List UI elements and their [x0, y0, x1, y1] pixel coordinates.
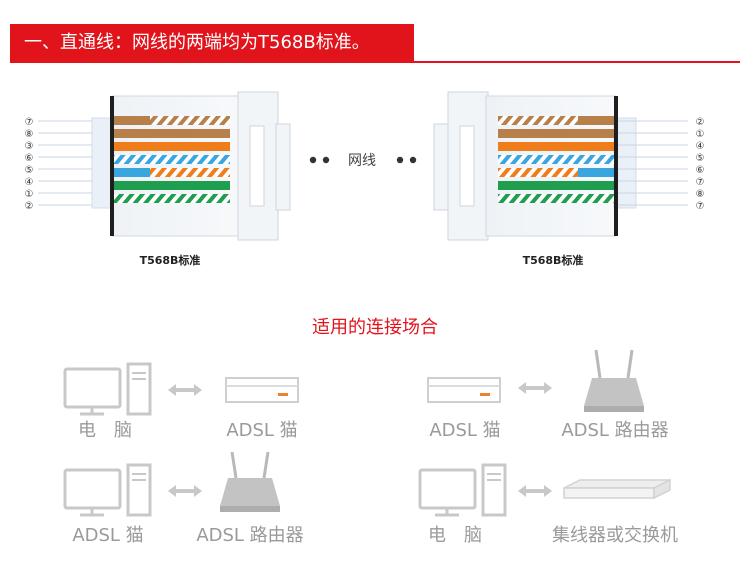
switch-icon	[563, 478, 671, 500]
double-arrow-icon	[518, 382, 552, 394]
cable-link: 网线	[309, 153, 417, 169]
scenario-left-label: ADSL 猫	[429, 420, 500, 441]
left-wires	[114, 116, 230, 203]
right-pin-label: ⑦	[696, 201, 705, 212]
scenario-left-label: ADSL 猫	[72, 525, 143, 546]
section-title: 适用的连接场合	[312, 317, 438, 338]
cable-dot	[322, 156, 330, 164]
right-wire-brown	[498, 129, 614, 138]
left-pin-label: ⑥	[25, 153, 34, 164]
right-plug-latch	[459, 125, 475, 207]
scenario-right-label: 集线器或交换机	[552, 525, 678, 546]
router-icon	[584, 349, 644, 412]
left-connector-label: T568B标准	[140, 253, 201, 267]
left-wire-white-brown	[150, 116, 230, 125]
cable-dot	[409, 156, 417, 164]
computer-icon	[63, 463, 152, 517]
left-plug-latch	[249, 125, 265, 207]
right-wires	[498, 116, 614, 203]
scenario-right-label: ADSL 猫	[226, 420, 297, 441]
left-pin-label: ⑤	[25, 165, 34, 176]
scenario-pc-switch: 电 脑 集线器或交换机	[418, 463, 678, 546]
right-pin-lines	[618, 120, 688, 206]
right-connector: ② ① ④ ⑤ ⑥ ⑦ ⑧ ⑦ T568B标准	[433, 91, 705, 267]
cable-dot	[309, 156, 317, 164]
scenario-modem-router-bottom: ADSL 猫 ADSL 路由器	[63, 451, 304, 546]
cable-dot	[396, 156, 404, 164]
computer-icon	[418, 463, 507, 517]
left-pin-label: ②	[25, 201, 34, 212]
right-connector-label: T568B标准	[523, 253, 584, 267]
left-cable-stub	[275, 123, 291, 211]
scenario-right-label: ADSL 路由器	[561, 420, 668, 441]
right-plug-contact-edge	[614, 96, 618, 236]
modem-icon	[225, 377, 299, 403]
double-arrow-icon	[168, 384, 202, 396]
left-pin-label: ③	[25, 141, 34, 152]
scenario-left-label: 电 脑	[78, 420, 132, 441]
left-wire-green	[114, 181, 230, 190]
left-pin-label: ①	[25, 189, 34, 200]
right-wire-white-blue	[498, 155, 614, 164]
right-pin-label: ⑦	[696, 177, 705, 188]
double-arrow-icon	[168, 485, 202, 497]
scenario-pc-modem: 电 脑 ADSL 猫	[63, 362, 299, 441]
router-icon	[220, 451, 280, 512]
left-plug-contact-edge	[110, 96, 114, 236]
right-wire-white-brown	[498, 116, 578, 125]
modem-icon	[427, 377, 501, 403]
left-pin-label: ④	[25, 177, 34, 188]
left-wire-white-blue	[114, 155, 230, 164]
scenario-right-label: ADSL 路由器	[196, 525, 303, 546]
header-divider	[10, 61, 740, 63]
cable-label: 网线	[348, 153, 376, 169]
left-wire-brown	[114, 129, 230, 138]
scenario-modem-router-top: ADSL 猫 ADSL 路由器	[427, 349, 669, 441]
right-wire-white-orange	[498, 168, 578, 177]
left-pin-label: ⑦	[25, 117, 34, 128]
right-pin-label: ④	[696, 141, 705, 152]
right-wire-green	[498, 181, 614, 190]
right-wire-white-green	[498, 194, 614, 203]
left-pin-label: ⑧	[25, 129, 34, 140]
left-wire-white-orange	[150, 168, 230, 177]
left-wire-orange	[114, 142, 230, 151]
header-title: 一、直通线：网线的两端均为T568B标准。	[24, 32, 370, 53]
left-wire-white-green	[114, 194, 230, 203]
right-pin-label: ⑧	[696, 189, 705, 200]
header-banner: 一、直通线：网线的两端均为T568B标准。	[10, 24, 414, 62]
right-pin-label: ②	[696, 117, 705, 128]
computer-icon	[63, 362, 152, 416]
right-pin-label: ①	[696, 129, 705, 140]
right-pin-label: ⑤	[696, 153, 705, 164]
scenario-left-label: 电 脑	[428, 525, 482, 546]
right-pin-label: ⑥	[696, 165, 705, 176]
right-wire-orange	[498, 142, 614, 151]
right-cable-stub	[433, 123, 449, 211]
double-arrow-icon	[518, 485, 552, 497]
left-connector: ⑦ ⑧ ③ ⑥ ⑤ ④ ① ② T568B标准	[25, 91, 291, 267]
